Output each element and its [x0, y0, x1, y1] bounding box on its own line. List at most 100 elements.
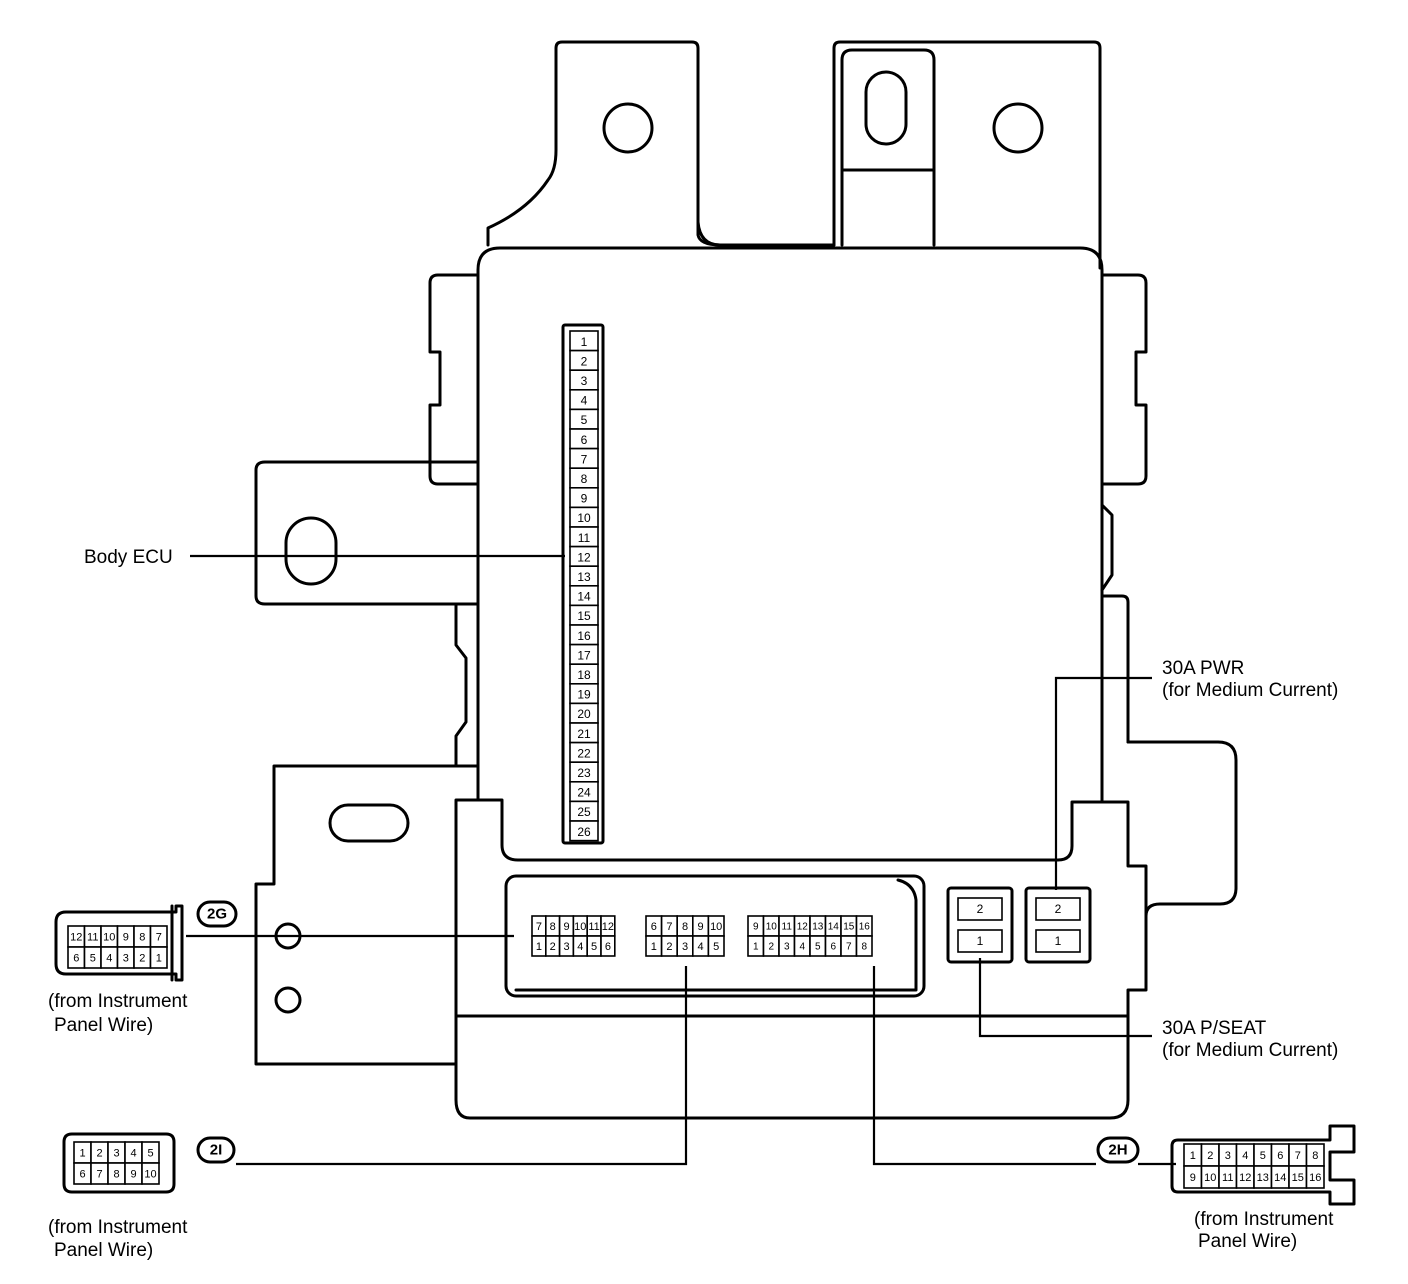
ecu-pin-1-label: 1 — [581, 335, 588, 349]
connector-2i-note-1: (from Instrument — [48, 1217, 188, 1238]
ecu-pin-21-label: 21 — [577, 727, 591, 741]
connector-2i-pin-8: 8 — [107, 1162, 126, 1185]
ecu-pin-24-label: 24 — [577, 786, 591, 800]
ecu-pin-5-label: 5 — [581, 413, 588, 427]
connector-2h-pin-14-label: 14 — [1274, 1172, 1286, 1184]
ecu-pin-8-label: 8 — [581, 472, 588, 486]
connector-2g-pin-7: 7 — [149, 925, 168, 948]
pseat-sublabel: (for Medium Current) — [1162, 1040, 1338, 1061]
socket-16-pin-4-label: 4 — [799, 942, 805, 953]
socket-10-pin-1-label: 1 — [651, 941, 657, 953]
socket-10-pin-6-label: 6 — [651, 921, 657, 933]
socket-16-pin-12-label: 12 — [797, 922, 809, 933]
ecu-pin-9-label: 9 — [581, 492, 588, 506]
ecu-pin-2: 2 — [569, 349, 599, 372]
connector-2h-pin-8-label: 8 — [1312, 1150, 1318, 1162]
ecu-pin-17-label: 17 — [577, 648, 591, 662]
connector-2i-pin-3: 3 — [107, 1141, 126, 1164]
ecu-pin-2-label: 2 — [581, 354, 588, 368]
ecu-pin-19: 19 — [569, 682, 599, 705]
socket-16-pin-3-label: 3 — [784, 942, 790, 953]
ecu-pin-24: 24 — [569, 780, 599, 803]
connector-2h-pin-10: 10 — [1200, 1165, 1220, 1189]
socket-12-pin-6-label: 6 — [605, 941, 611, 953]
connector-2g-note-1: (from Instrument — [48, 991, 188, 1012]
socket-12-pin-4: 4 — [572, 935, 589, 957]
connector-2i-pin-3-label: 3 — [113, 1148, 119, 1160]
connector-2g-pin-11: 11 — [83, 925, 102, 948]
socket-16-pin-6-label: 6 — [830, 942, 836, 953]
socket-12-pin-3-label: 3 — [563, 941, 569, 953]
ecu-pin-23: 23 — [569, 761, 599, 783]
connector-2g-pin-9-label: 9 — [123, 932, 129, 944]
socket-10-pin-2: 2 — [660, 935, 678, 957]
connector-2i-pin-7-label: 7 — [96, 1169, 102, 1181]
connector-2g-pin-8-label: 8 — [139, 932, 145, 944]
socket-16-pin-7-label: 7 — [846, 942, 852, 953]
socket-12-pin-10: 10 — [572, 915, 589, 937]
fuse-30a-pwr: 2 1 — [1024, 886, 1092, 964]
socket-16-pin-14: 14 — [824, 915, 842, 937]
connector-2h-note-1: (from Instrument — [1194, 1209, 1334, 1230]
connector-2h-pin-13-label: 13 — [1257, 1172, 1269, 1184]
ecu-pin-16-label: 16 — [577, 629, 591, 643]
socket-10-pin-10-label: 10 — [710, 921, 722, 933]
connector-2h-pin-15-label: 15 — [1292, 1172, 1304, 1184]
socket-10-pin-3: 3 — [676, 935, 694, 957]
fuse-pwr-pin-top: 2 — [1055, 902, 1062, 916]
socket-16-pin-8-label: 8 — [861, 942, 867, 953]
ecu-pin-7: 7 — [569, 447, 599, 470]
connector-2i-pin-9: 9 — [124, 1162, 143, 1185]
ecu-pin-3-label: 3 — [581, 374, 588, 388]
socket-16-pin-16-label: 16 — [859, 922, 871, 933]
connector-2h-pin-11-label: 11 — [1222, 1172, 1233, 1184]
connector-2h-pin-10-label: 10 — [1204, 1172, 1216, 1184]
connector-2h-pin-5: 5 — [1253, 1143, 1273, 1167]
fuse-pwr-pin-bottom: 1 — [1055, 934, 1062, 948]
socket-12-pin-2: 2 — [544, 935, 561, 957]
socket-16-pin-1-label: 1 — [753, 942, 759, 953]
connector-2g-pin-8: 8 — [133, 925, 152, 948]
socket-16-pin-6: 6 — [824, 935, 842, 957]
connector-2g-pin-6-label: 6 — [73, 953, 79, 965]
socket-12-pin-11: 11 — [586, 915, 602, 937]
ecu-pin-26: 26 — [569, 820, 599, 842]
connector-2g-pin-12: 12 — [67, 925, 86, 948]
socket-16-pin-4: 4 — [793, 935, 811, 957]
socket-10-pin-4-label: 4 — [698, 941, 704, 953]
ecu-pin-15: 15 — [569, 604, 599, 626]
ecu-pin-8: 8 — [569, 467, 599, 489]
ecu-pin-22-label: 22 — [577, 746, 591, 760]
ecu-pin-14: 14 — [569, 584, 599, 607]
socket-16-pin-7: 7 — [840, 935, 858, 957]
leader-lines — [186, 554, 1176, 1166]
connector-2i-pin-1: 1 — [73, 1141, 92, 1164]
connector-2g-pin-6: 6 — [67, 946, 86, 969]
socket-16-pin-15-label: 15 — [843, 922, 855, 933]
ecu-pin-21: 21 — [569, 722, 599, 744]
connector-2h-pin-1: 1 — [1183, 1143, 1203, 1167]
socket-12-pin-7: 7 — [531, 915, 547, 937]
fuse-30a-pseat: 2 1 — [946, 886, 1014, 964]
socket-10-pin-9-label: 9 — [698, 921, 704, 933]
socket-12-pin-5: 5 — [586, 935, 602, 957]
pseat-label: 30A P/SEAT — [1162, 1018, 1267, 1039]
socket-16-pin-16: 16 — [855, 915, 873, 937]
socket-12-pin-5-label: 5 — [591, 941, 597, 953]
socket-16-pin-15: 15 — [840, 915, 858, 937]
socket-12-pin-9-label: 9 — [563, 921, 569, 933]
connector-2g-pin-7-label: 7 — [156, 932, 162, 944]
socket-16-pin-5: 5 — [809, 935, 827, 957]
ecu-pin-16: 16 — [569, 624, 599, 646]
socket-16-pin-11-label: 11 — [782, 922, 793, 933]
socket-12-pin-4-label: 4 — [577, 941, 583, 953]
fuse-pseat-pin-bottom: 1 — [977, 934, 984, 948]
connector-2g-pin-4: 4 — [100, 946, 119, 969]
connector-2g-pin-5-label: 5 — [90, 953, 96, 965]
